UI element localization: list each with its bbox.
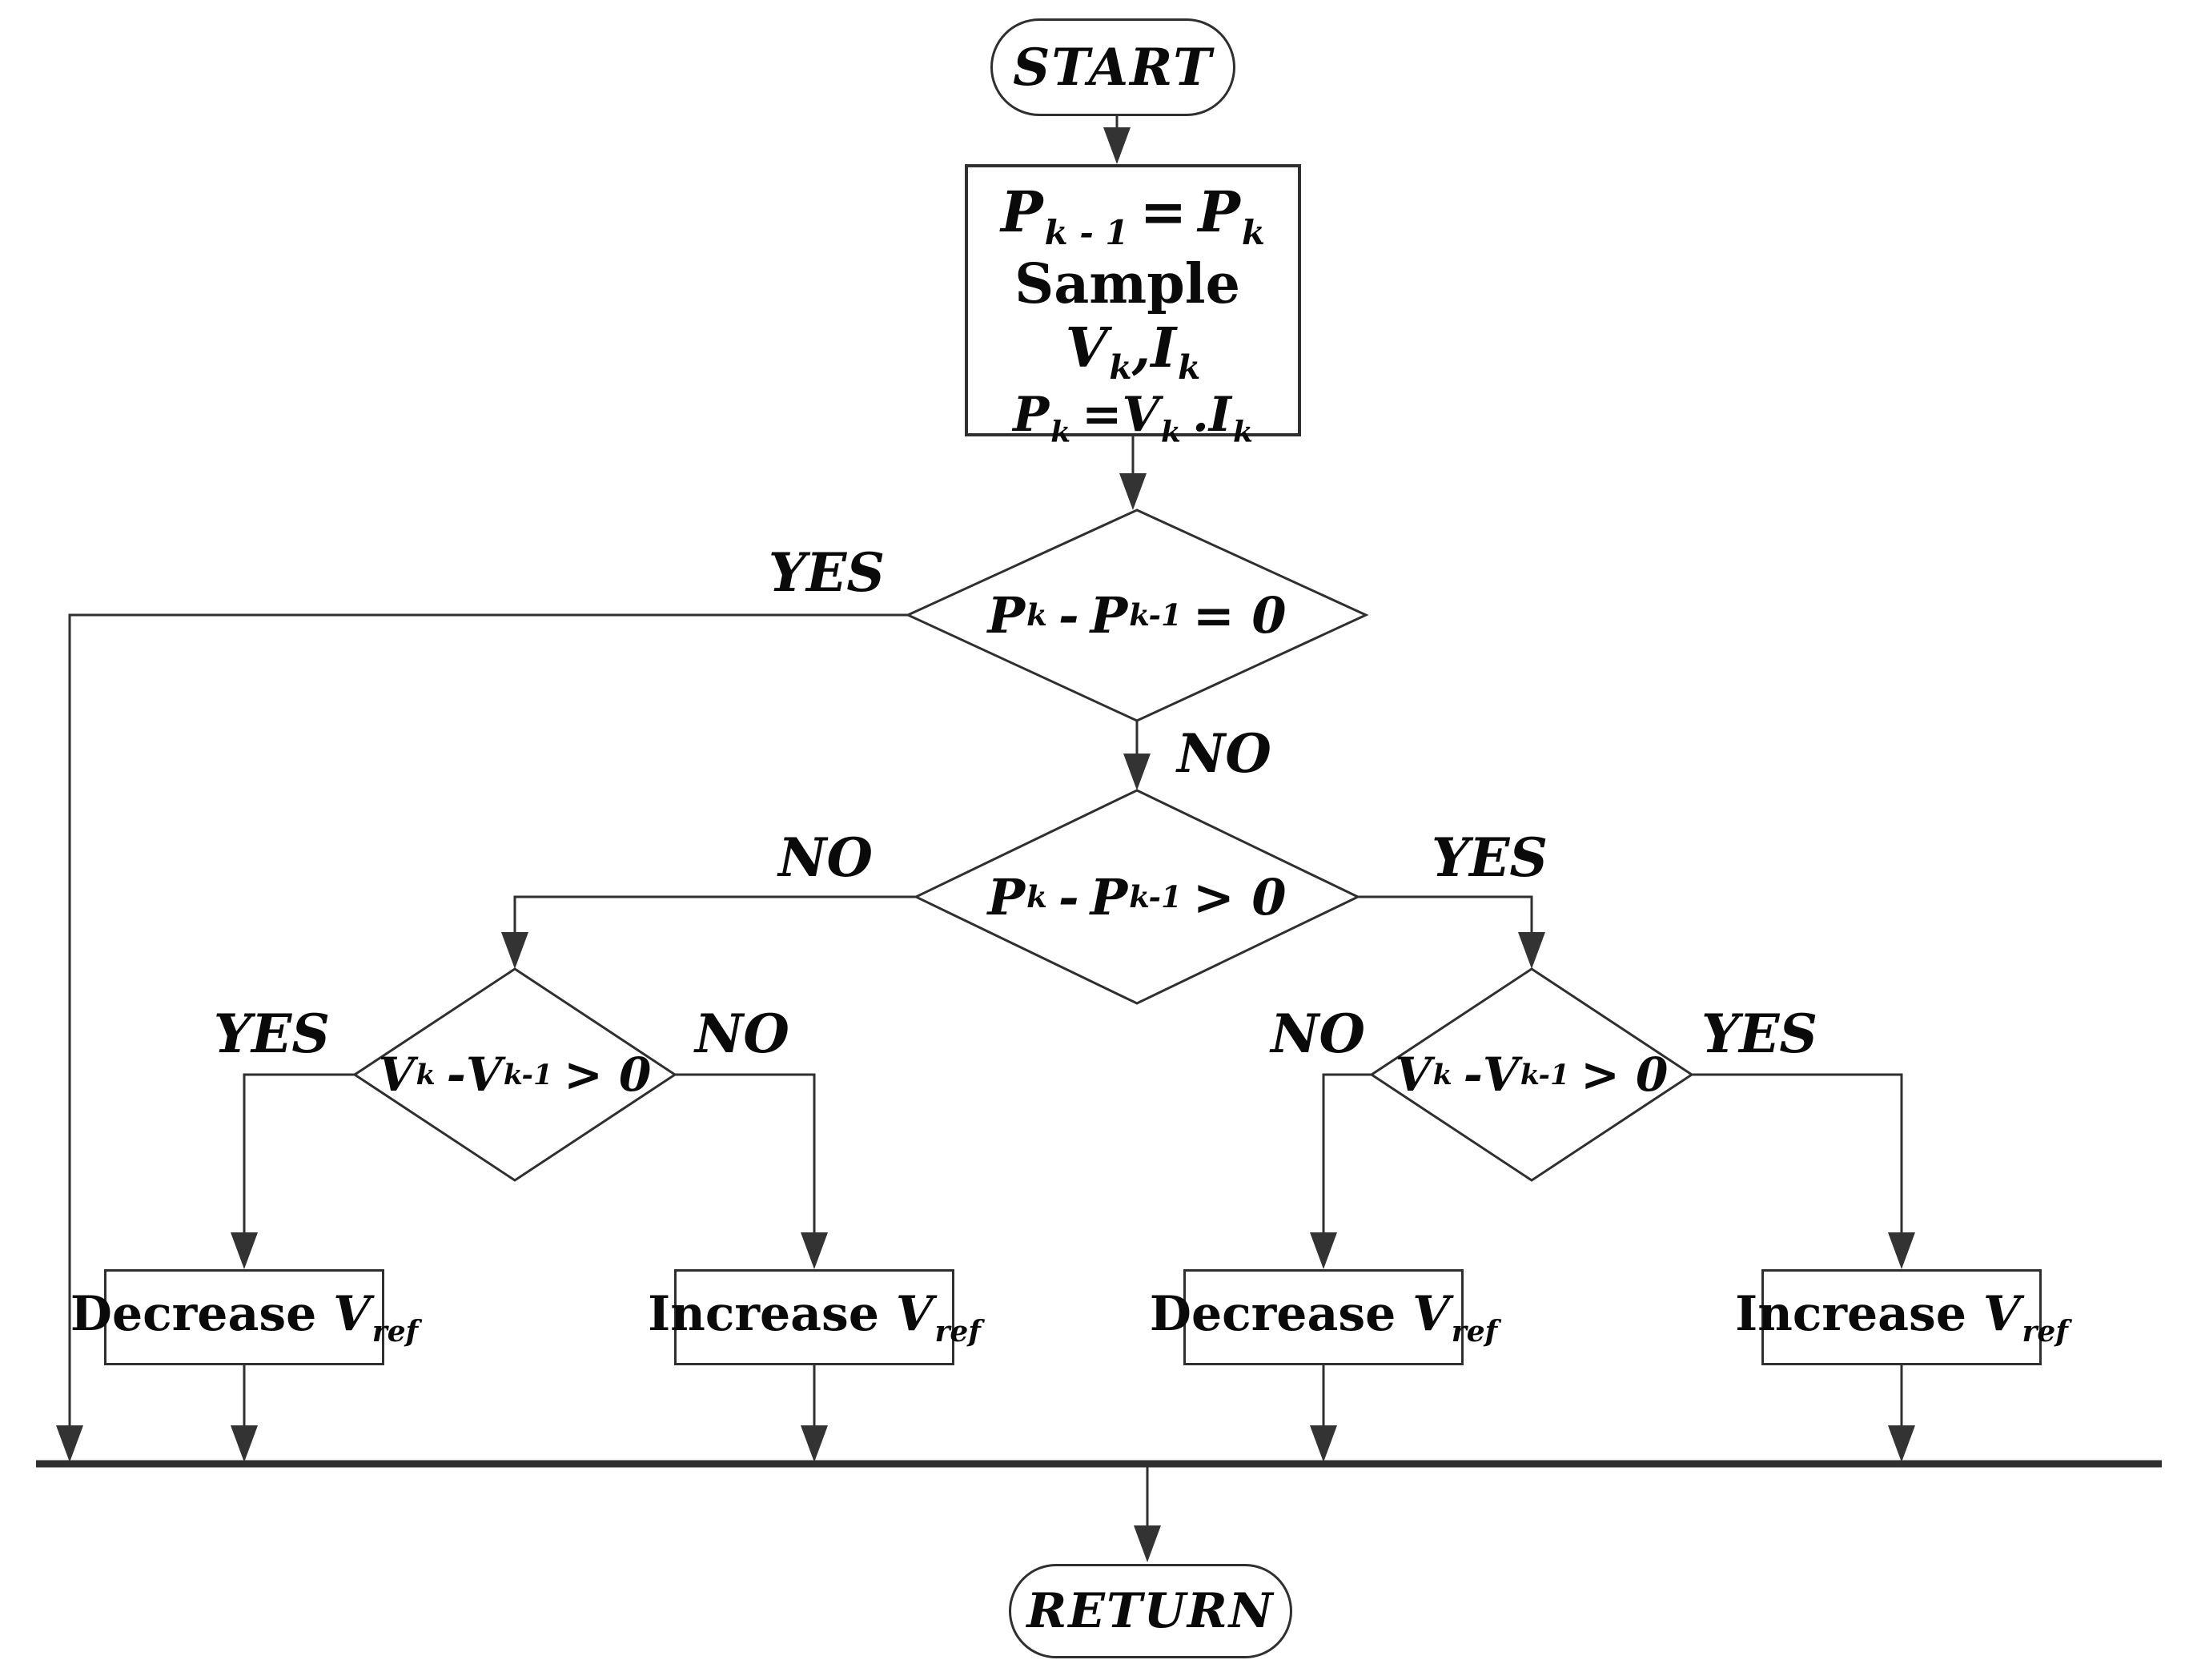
action-label: Increase Vref <box>648 1286 981 1348</box>
action-box-increase-vref-2: Increase Vref <box>1735 1269 2068 1365</box>
decision-d2-shape <box>913 789 1361 1005</box>
action-box-decrease-vref-1: Decrease Vref <box>70 1269 418 1365</box>
arrowhead-d3-box2 <box>801 1232 828 1269</box>
label-d2-yes: YES <box>1432 826 1548 889</box>
label-d3-no: NO <box>695 1003 789 1065</box>
start-label: START <box>1013 37 1213 98</box>
arrowhead-bus-return <box>1134 1525 1161 1562</box>
edge-d2-no-d3 <box>513 895 916 963</box>
label-d2-no: NO <box>778 826 873 889</box>
process-line-2: SampleVk,Ik <box>1014 251 1240 388</box>
edge-d1-yes-to-bus <box>68 613 908 1456</box>
return-label: RETURN <box>1026 1583 1275 1639</box>
arrowhead-d1-d2 <box>1123 754 1151 790</box>
process-box: Pk - 1=Pk SampleVk,Ik Pk=Vk.Ik <box>965 164 1301 449</box>
decision-d4-shape <box>1369 967 1694 1182</box>
action-label: Decrease Vref <box>70 1286 419 1348</box>
arrowhead-box4-bus <box>1888 1425 1915 1462</box>
start-terminal: START <box>990 18 1235 116</box>
arrowhead-box2-bus <box>801 1425 828 1462</box>
label-d4-yes: YES <box>1701 1003 1818 1065</box>
arrowhead-box3-bus <box>1310 1425 1337 1462</box>
label-d3-yes: YES <box>213 1003 330 1065</box>
action-label: Increase Vref <box>1735 1286 2068 1348</box>
arrowhead-d3-box1 <box>231 1232 258 1269</box>
edge-d4-yes-box4 <box>1692 1073 1903 1264</box>
arrowhead-d2-d3 <box>501 932 528 969</box>
label-d1-no: NO <box>1177 722 1271 785</box>
return-terminal: RETURN <box>1009 1564 1292 1658</box>
arrowhead-yes1-bus <box>56 1425 83 1462</box>
arrowhead-process-d1 <box>1119 473 1147 510</box>
process-line-3: Pk=Vk.Ik <box>1013 387 1253 450</box>
edge-d3-yes-box1 <box>243 1073 355 1264</box>
decision-d1-shape <box>905 508 1369 722</box>
action-box-decrease-vref-2: Decrease Vref <box>1150 1269 1497 1365</box>
label-d4-no: NO <box>1271 1003 1365 1065</box>
action-label: Decrease Vref <box>1149 1286 1498 1348</box>
action-box-increase-vref-1: Increase Vref <box>648 1269 981 1365</box>
decision-d3-shape <box>352 967 677 1182</box>
arrowhead-d4-box3 <box>1310 1232 1337 1269</box>
process-line-1: Pk - 1=Pk <box>1000 179 1266 252</box>
arrowhead-start-process <box>1103 127 1131 164</box>
edge-d3-no-box2 <box>675 1073 816 1264</box>
arrowhead-d2-d4 <box>1518 932 1545 969</box>
label-d1-yes: YES <box>768 541 885 604</box>
arrowhead-d4-box4 <box>1888 1232 1915 1269</box>
edge-d2-yes-d4 <box>1358 895 1533 963</box>
arrowhead-box1-bus <box>231 1425 258 1462</box>
edge-d4-no-box3 <box>1322 1073 1372 1264</box>
